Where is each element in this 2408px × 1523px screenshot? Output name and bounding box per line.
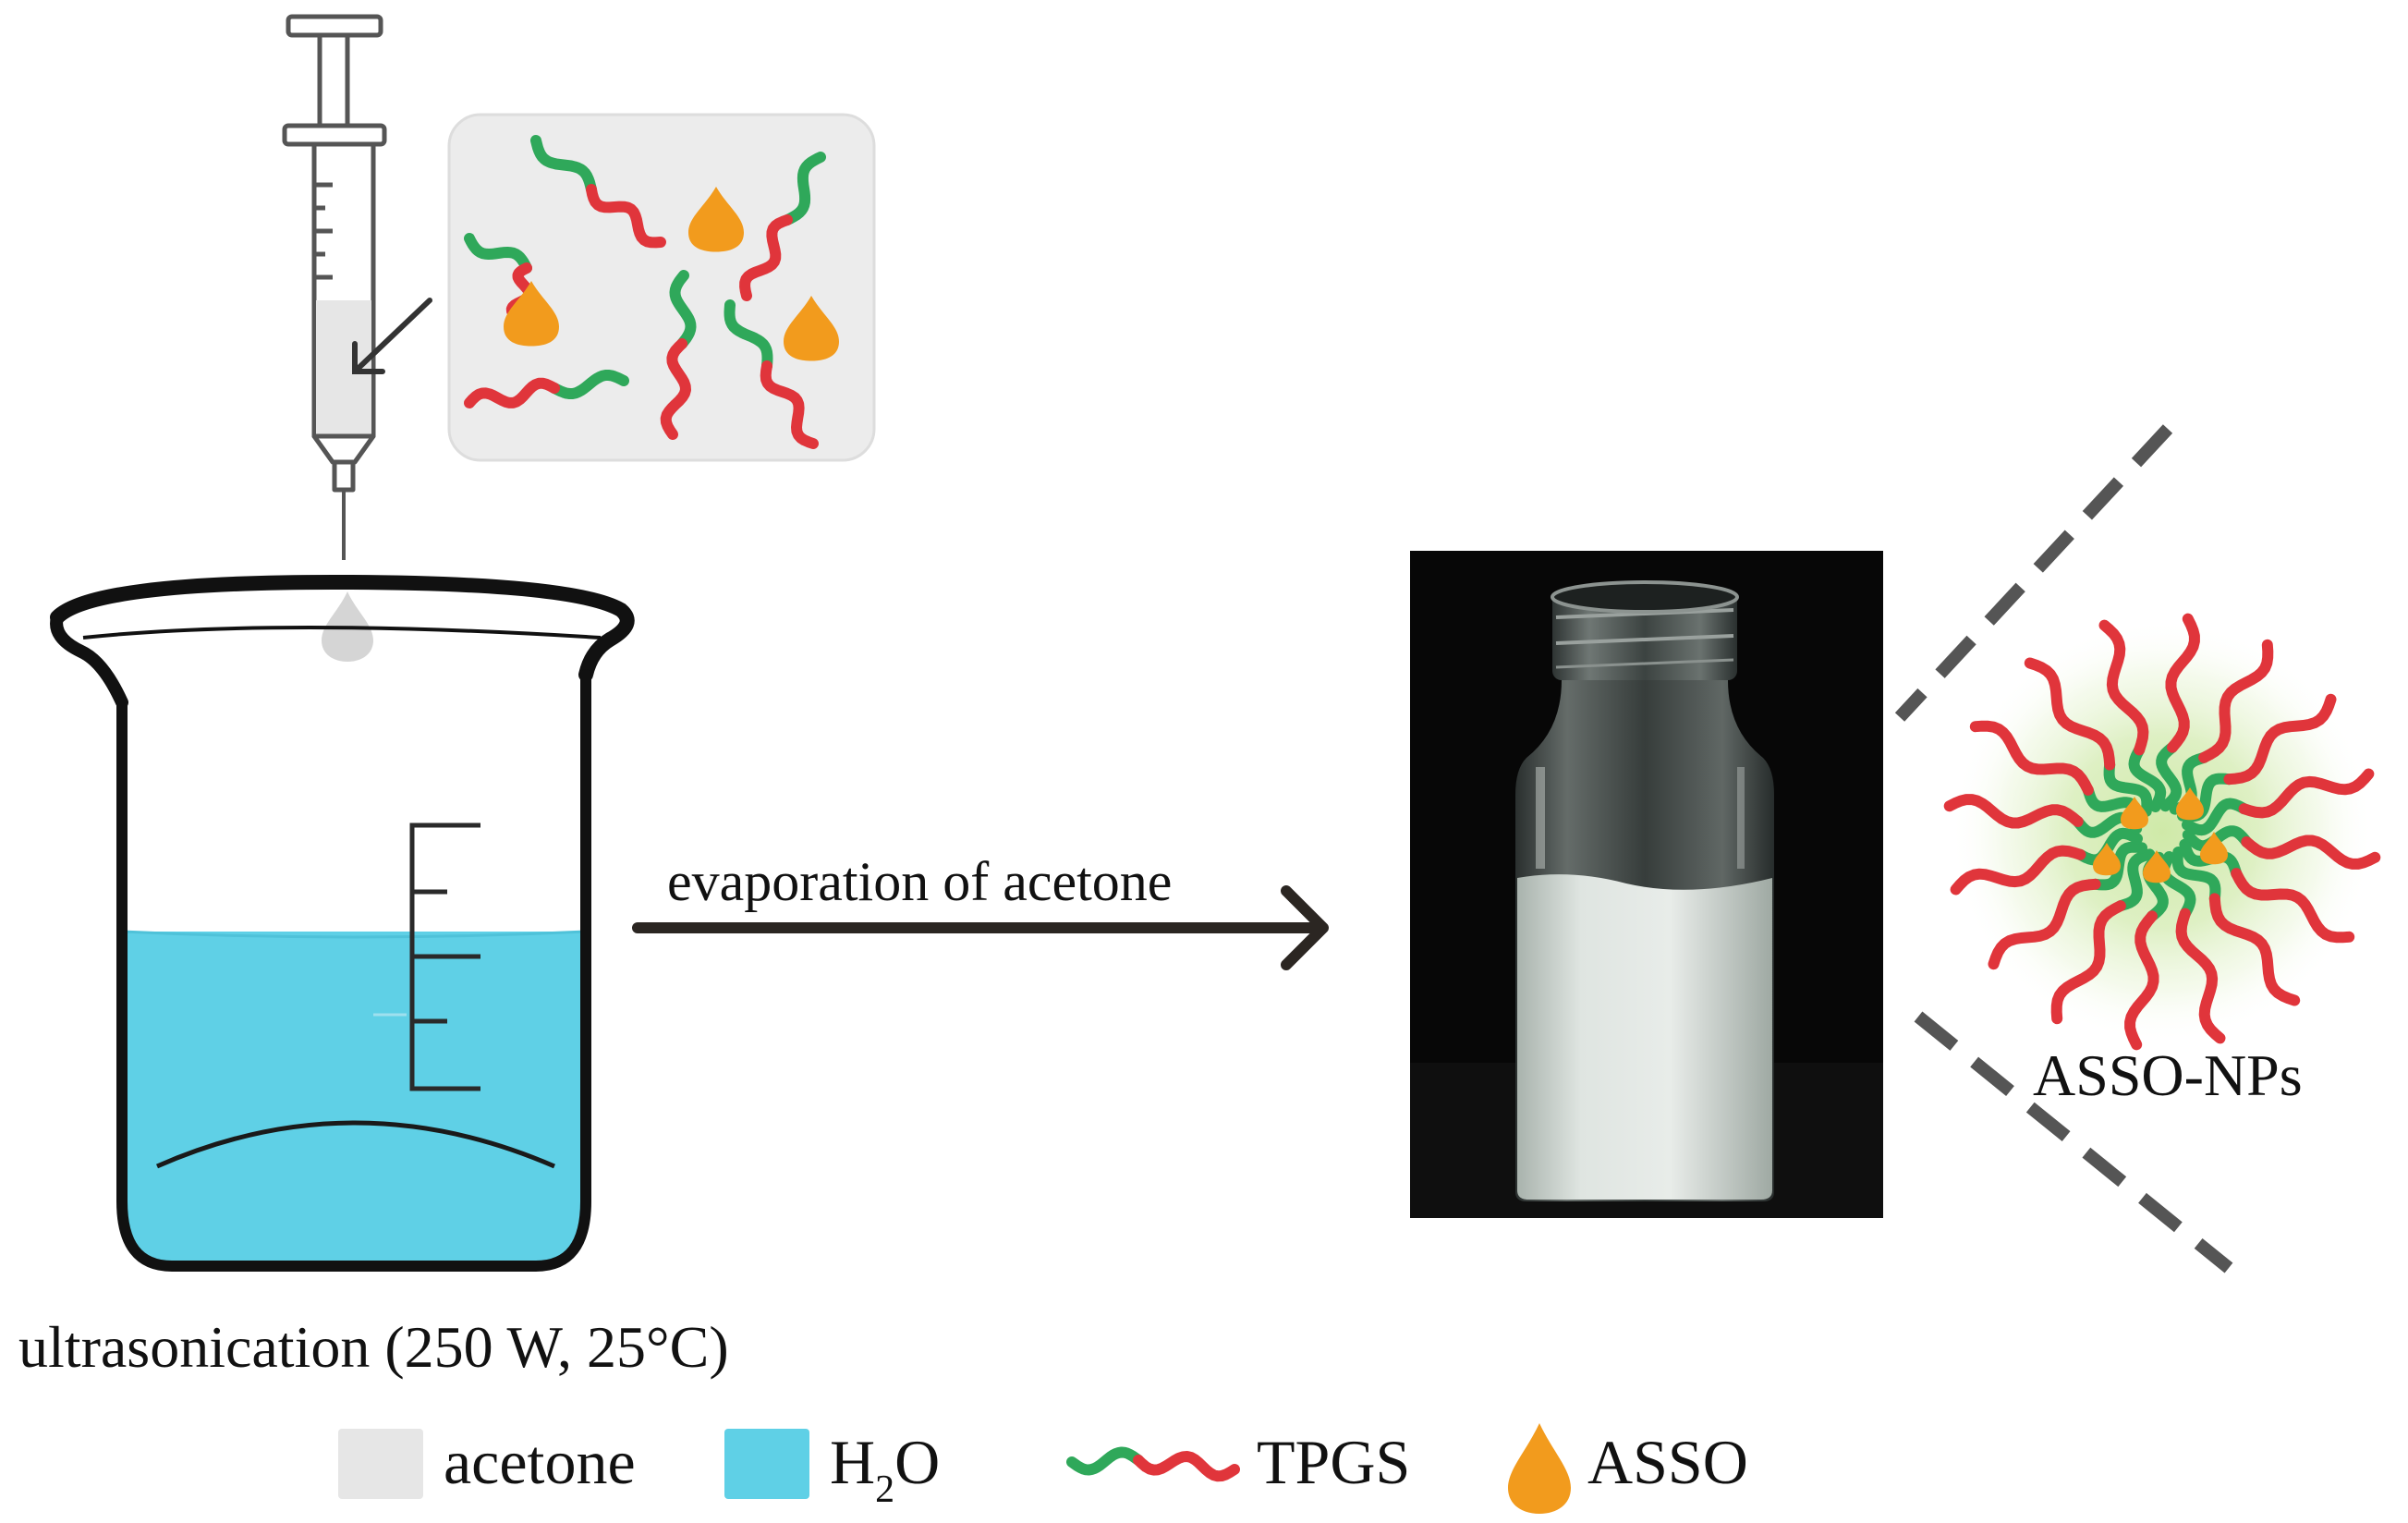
nanoparticle-asso-drop-icon [2200, 832, 2228, 865]
vial-photo [1410, 551, 1883, 1218]
nanoparticle-icon [1943, 613, 2381, 1051]
tpgs-hydrophobic-segment [2241, 835, 2381, 870]
tpgs-hydrophilic-segment [464, 233, 532, 274]
ultrasonication-label: ultrasonication (250 W, 25°C) [18, 1314, 729, 1380]
tpgs-hydrophobic-segment [586, 184, 666, 249]
legend-asso-drop-icon [1508, 1423, 1571, 1514]
tpgs-hydrophobic-segment [760, 360, 819, 449]
legend-tpgs-label: TPGS [1257, 1427, 1411, 1497]
legend-water-swatch [724, 1429, 809, 1499]
tpgs-hydrophobic-segment [1969, 720, 2094, 796]
tpgs-hydrophobic-segment [739, 214, 793, 301]
nanoparticle-core-asso [2093, 787, 2228, 883]
tpgs-hydrophilic-segment [669, 270, 697, 349]
legend-water-label: H2O [830, 1431, 940, 1509]
process-arrow [632, 885, 1329, 970]
tpgs-hydrophobic-segment [1988, 878, 2101, 970]
tpgs-hydrophilic-segment [1066, 1446, 1144, 1476]
tpgs-hydrophobic-segment [2175, 908, 2226, 1044]
tpgs-hydrophobic-segment [2098, 619, 2149, 756]
inset-asso-drop-icon [688, 187, 744, 252]
tpgs-hydrophilic-segment [2156, 741, 2183, 812]
tpgs-hydrophilic-segment [2128, 744, 2167, 812]
pointer-arrow [352, 298, 432, 374]
inset-molecules [464, 135, 839, 449]
tpgs-hydrophobic-segment [1133, 1451, 1240, 1482]
tpgs-hydrophobic-segment [2238, 768, 2375, 819]
legend-asso-label: ASSO [1587, 1427, 1748, 1497]
tpgs-hydrophilic-segment [2171, 847, 2221, 905]
legend-acetone-label: acetone [444, 1427, 636, 1497]
tpgs-hydrophilic-segment [2114, 848, 2156, 912]
tpgs-hydrophilic-segment [782, 152, 826, 225]
tpgs-hydrophobic-segment [2165, 613, 2200, 753]
legend-tpgs-icon [1066, 1446, 1240, 1482]
legend-water-o: O [894, 1427, 941, 1497]
beaker-icon [50, 574, 635, 1272]
tpgs-hydrophilic-segment [530, 135, 597, 195]
nanoparticle-chains [1943, 613, 2381, 1051]
tpgs-hydrophobic-segment [2024, 657, 2116, 771]
tpgs-hydrophobic-segment [1950, 845, 2086, 896]
tpgs-hydrophobic-segment [660, 338, 691, 440]
syringe-icon [282, 14, 387, 560]
process-arrow-label: evaporation of acetone [667, 851, 1173, 912]
tpgs-hydrophobic-segment [2050, 900, 2126, 1025]
legend-acetone-swatch [338, 1429, 423, 1499]
nanoparticle-asso-drop-icon [2121, 797, 2148, 830]
tpgs-hydrophilic-segment [549, 370, 629, 399]
inset-asso-drop-icon [504, 281, 559, 347]
tpgs-hydrophobic-segment [2124, 910, 2159, 1051]
nanoparticle-asso-drop-icon [2143, 850, 2171, 883]
legend-water-subscript: 2 [875, 1468, 895, 1511]
nanoparticle-label: ASSO-NPs [2033, 1042, 2303, 1108]
tpgs-hydrophobic-segment [464, 377, 560, 408]
tpgs-hydrophobic-segment [2231, 868, 2355, 944]
inset-asso-drop-icon [784, 296, 839, 361]
tpgs-hydrophobic-segment [1943, 794, 2084, 829]
tpgs-hydrophilic-segment [2182, 798, 2250, 836]
tpgs-hydrophobic-segment [2198, 639, 2274, 763]
tpgs-hydrophilic-segment [724, 299, 773, 372]
tpgs-hydrophobic-segment [2208, 893, 2301, 1006]
tpgs-hydrophilic-segment [2103, 759, 2153, 817]
nanoparticle-asso-drop-icon [2176, 787, 2204, 821]
legend-water-h: H [830, 1427, 876, 1497]
tpgs-hydrophobic-segment [2223, 693, 2337, 786]
nanoparticle-asso-drop-icon [2093, 843, 2121, 876]
zoom-lines [1894, 424, 2233, 1273]
